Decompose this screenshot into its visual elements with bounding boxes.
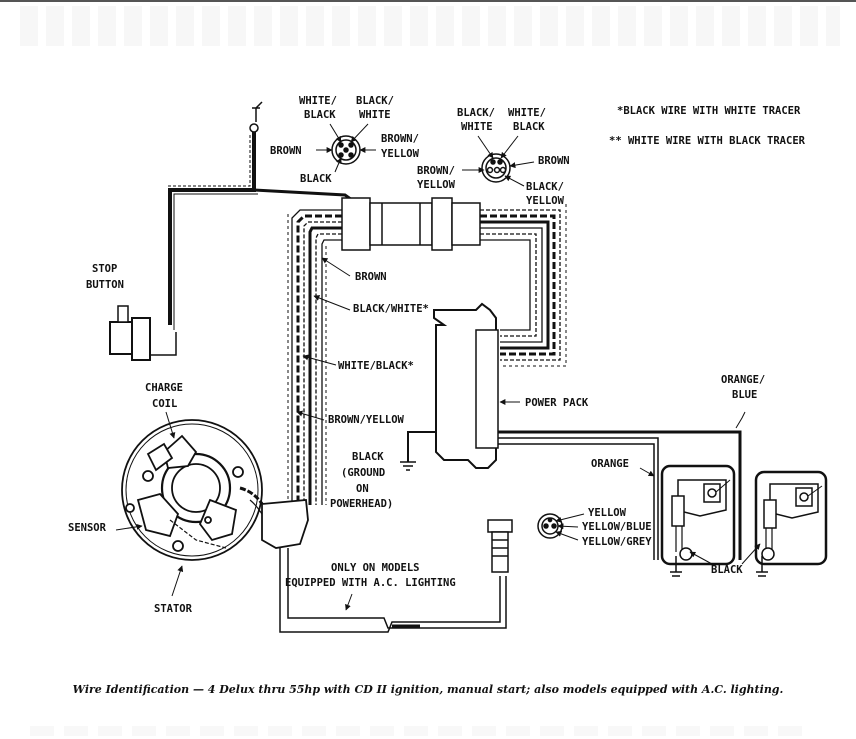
- label-yellow-grey: YELLOW/GREY: [582, 536, 652, 548]
- label-stop: STOP: [92, 263, 117, 275]
- label-ac-note-2: EQUIPPED WITH A.C. LIGHTING: [285, 577, 456, 589]
- label-orange-blue-2: BLUE: [732, 389, 757, 401]
- figure-caption: Wire Identification — 4 Delux thru 55hp …: [73, 683, 784, 696]
- label-black-white-right-2: WHITE: [461, 121, 493, 133]
- label-black-white-left-1: BLACK/: [356, 95, 394, 107]
- main-harness: [287, 209, 342, 505]
- label-black-coils: BLACK: [711, 564, 743, 576]
- stop-button-label: STOP BUTTON: [86, 263, 124, 291]
- ac-lighting-leads: [279, 548, 507, 633]
- ignition-coil-left: [660, 464, 736, 577]
- label-brown-yellow-left-1: BROWN/: [381, 133, 419, 145]
- right-plug-face: [481, 153, 511, 183]
- label-yellow-blue: YELLOW/BLUE: [582, 521, 652, 533]
- orange-blue-label: ORANGE/ BLUE: [721, 374, 765, 401]
- label-brown-right: BROWN: [538, 155, 570, 167]
- left-plug-labels: WHITE/ BLACK BLACK/ WHITE BROWN BROWN/ Y…: [270, 95, 420, 185]
- power-pack: [433, 302, 499, 469]
- label-brown-yellow-left-2: YELLOW: [381, 148, 420, 160]
- label-white-black-right-1: WHITE/: [508, 107, 546, 119]
- label-white-black-right-2: BLACK: [513, 121, 545, 133]
- ac-plug-pointers: [555, 513, 585, 541]
- pack-harness: [480, 204, 567, 367]
- ac-note: ONLY ON MODELS EQUIPPED WITH A.C. LIGHTI…: [285, 562, 456, 589]
- black-coil-pointers: [689, 543, 761, 565]
- label-ac-note-1: ONLY ON MODELS: [331, 562, 420, 574]
- label-white-black-left-1: WHITE/: [299, 95, 337, 107]
- label-black-white-left-2: WHITE: [359, 109, 391, 121]
- coil-wires: [498, 411, 746, 560]
- label-orange-blue-1: ORANGE/: [721, 374, 765, 386]
- label-button: BUTTON: [86, 279, 124, 291]
- ground-labels: BLACK (GROUND ON POWERHEAD): [330, 451, 393, 510]
- left-plug-face: [331, 135, 361, 165]
- legend-white-tracer: ** WHITE WIRE WITH BLACK TRACER: [609, 135, 806, 147]
- right-plug-pointers: [462, 135, 535, 187]
- label-harness-brown-yellow: BROWN/YELLOW: [328, 414, 405, 426]
- label-charge: CHARGE: [145, 382, 183, 394]
- stator-pointers: [115, 411, 184, 597]
- label-yellow: YELLOW: [588, 507, 627, 519]
- legend: *BLACK WIRE WITH WHITE TRACER ** WHITE W…: [609, 105, 806, 147]
- label-black-yellow-right-1: BLACK/: [526, 181, 564, 193]
- label-black-yellow-right-2: YELLOW: [526, 195, 565, 207]
- label-coil: COIL: [152, 398, 177, 410]
- label-harness-white-black: WHITE/BLACK*: [338, 360, 414, 372]
- label-ground-1: BLACK: [352, 451, 384, 463]
- label-power-pack: POWER PACK: [525, 397, 589, 409]
- main-connector: [341, 197, 481, 251]
- label-ground-3: ON: [356, 483, 369, 495]
- label-orange: ORANGE: [591, 458, 629, 470]
- label-black-left: BLACK: [300, 173, 332, 185]
- label-stator: STATOR: [154, 603, 193, 615]
- ac-connector-labels: YELLOW YELLOW/BLUE YELLOW/GREY: [582, 507, 652, 548]
- label-ground-4: POWERHEAD): [330, 498, 393, 510]
- label-ground-2: (GROUND: [341, 467, 385, 479]
- legend-black-tracer: *BLACK WIRE WITH WHITE TRACER: [617, 105, 801, 117]
- ignition-coil-right: [754, 470, 828, 577]
- label-black-white-right-1: BLACK/: [457, 107, 495, 119]
- stator-assembly: [121, 419, 309, 561]
- charge-coil-label: CHARGE COIL: [145, 382, 183, 410]
- left-plug-pointers: [316, 123, 376, 173]
- label-brown-yellow-right-2: YELLOW: [417, 179, 456, 191]
- label-harness-black-white: BLACK/WHITE*: [353, 303, 429, 315]
- harness-pointers: [296, 257, 520, 421]
- label-harness-brown: BROWN: [355, 271, 387, 283]
- label-brown-left: BROWN: [270, 145, 302, 157]
- ac-connector: [487, 519, 513, 573]
- top-border: [0, 0, 856, 2]
- label-brown-yellow-right-1: BROWN/: [417, 165, 455, 177]
- ground-lead: [400, 431, 436, 471]
- harness-labels: BROWN BLACK/WHITE* WHITE/BLACK* BROWN/YE…: [328, 271, 429, 426]
- stop-button: [109, 305, 151, 361]
- faded-header-text: [20, 6, 840, 46]
- right-plug-labels: BLACK/ WHITE WHITE/ BLACK BROWN BROWN/ Y…: [417, 107, 570, 207]
- faded-footer-text: [30, 726, 810, 736]
- label-sensor: SENSOR: [68, 522, 107, 534]
- label-white-black-left-2: BLACK: [304, 109, 336, 121]
